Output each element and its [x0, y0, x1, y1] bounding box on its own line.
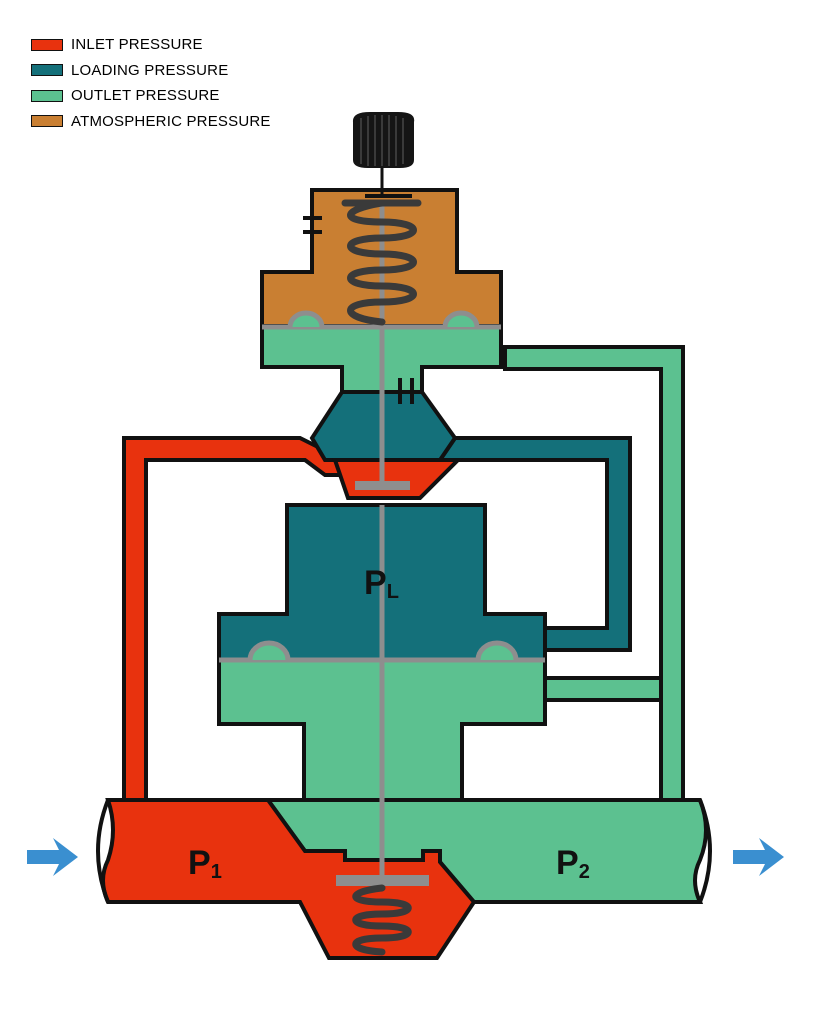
pilot-valve-plug [355, 481, 410, 490]
legend-label-inlet: INLET PRESSURE [71, 36, 203, 54]
legend-item-loading-pressure: LOADING PRESSURE [31, 58, 271, 84]
outlet-pipe-end [698, 799, 712, 903]
outlet-pressure-tube [503, 345, 685, 802]
main-valve-plug [336, 875, 429, 886]
pilot-inlet-seat [332, 458, 463, 500]
pilot-orifice-icon [398, 378, 414, 404]
legend-label-loading: LOADING PRESSURE [71, 61, 229, 79]
legend: INLET PRESSURE LOADING PRESSURE OUTLET P… [31, 32, 271, 134]
adjusting-knob-icon[interactable] [352, 112, 415, 198]
legend-label-atmospheric: ATMOSPHERIC PRESSURE [71, 112, 271, 130]
label-p1-sub: 1 [211, 861, 222, 883]
legend-swatch-inlet [31, 38, 63, 51]
legend-swatch-outlet [31, 89, 63, 102]
label-p1: P1 [188, 844, 222, 883]
legend-swatch-loading [31, 64, 63, 77]
legend-label-outlet: OUTLET PRESSURE [71, 87, 220, 105]
label-pl-main: P [364, 564, 387, 602]
outlet-return-loop [543, 676, 663, 702]
label-p1-main: P [188, 844, 211, 882]
label-p2-main: P [556, 844, 579, 882]
legend-swatch-atmospheric [31, 115, 63, 128]
label-p2-sub: 2 [579, 861, 590, 883]
label-pl-sub: L [387, 581, 399, 603]
inlet-flow-arrow-icon [27, 838, 78, 876]
legend-item-atmospheric-pressure: ATMOSPHERIC PRESSURE [31, 109, 271, 135]
inlet-pipe-end [96, 799, 110, 903]
label-p2: P2 [556, 844, 590, 883]
main-valve-spring [352, 884, 412, 956]
vent-icon [303, 216, 322, 234]
label-pl: PL [364, 564, 399, 603]
outlet-flow-arrow-icon [733, 838, 784, 876]
pilot-spring [341, 199, 422, 326]
legend-item-outlet-pressure: OUTLET PRESSURE [31, 83, 271, 109]
legend-item-inlet-pressure: INLET PRESSURE [31, 32, 271, 58]
